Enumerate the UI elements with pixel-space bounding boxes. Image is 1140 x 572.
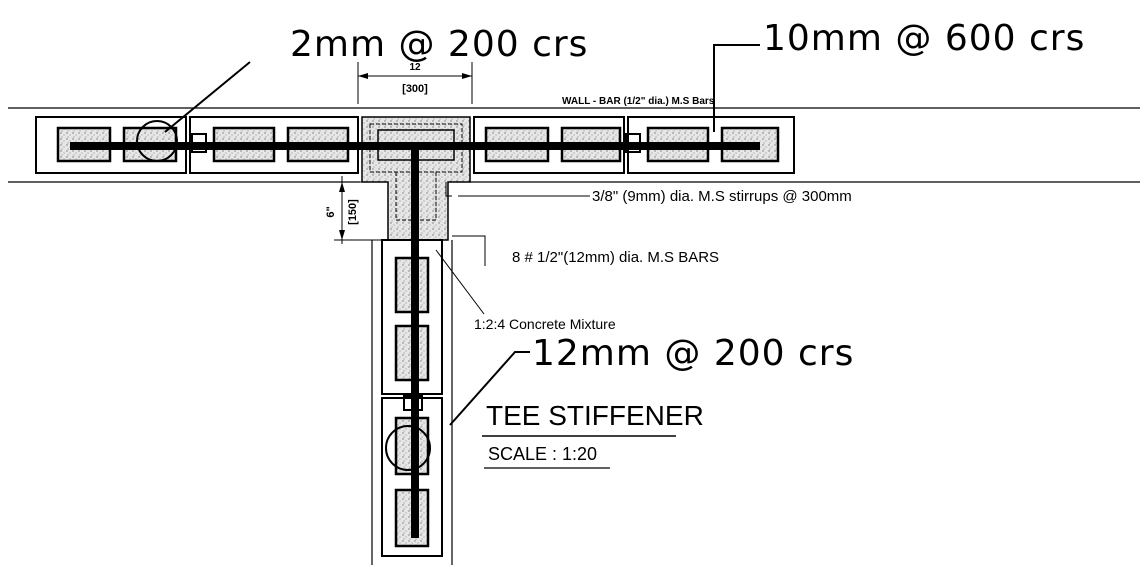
dimension-lines — [334, 62, 473, 244]
dimension-top-mm: [300] — [402, 83, 428, 95]
note-stirrups: 3/8" (9mm) dia. M.S stirrups @ 300mm — [592, 188, 852, 205]
note-concrete: 1:2:4 Concrete Mixture — [474, 316, 616, 332]
bar-marker-circle — [385, 425, 431, 471]
callout-top-right: 10mm @ 600 crs — [763, 18, 1085, 59]
drawing-scale: SCALE : 1:20 — [488, 444, 597, 464]
rebars — [70, 129, 760, 538]
dimension-top-inches: 12 — [409, 62, 421, 73]
dimension-side-mm: [150] — [347, 199, 359, 225]
drawing-title: TEE STIFFENER — [486, 400, 704, 431]
note-bars: 8 # 1/2"(12mm) dia. M.S BARS — [512, 249, 719, 266]
callout-top-left: 2mm @ 200 crs — [290, 24, 588, 65]
leader-lines — [164, 44, 760, 426]
note-wall-bar: WALL - BAR (1/2" dia.) M.S Bars — [562, 96, 715, 107]
dimension-side-inches: 6" — [325, 206, 337, 217]
bar-marker-circle — [136, 120, 178, 162]
callout-middle: 12mm @ 200 crs — [532, 333, 854, 374]
